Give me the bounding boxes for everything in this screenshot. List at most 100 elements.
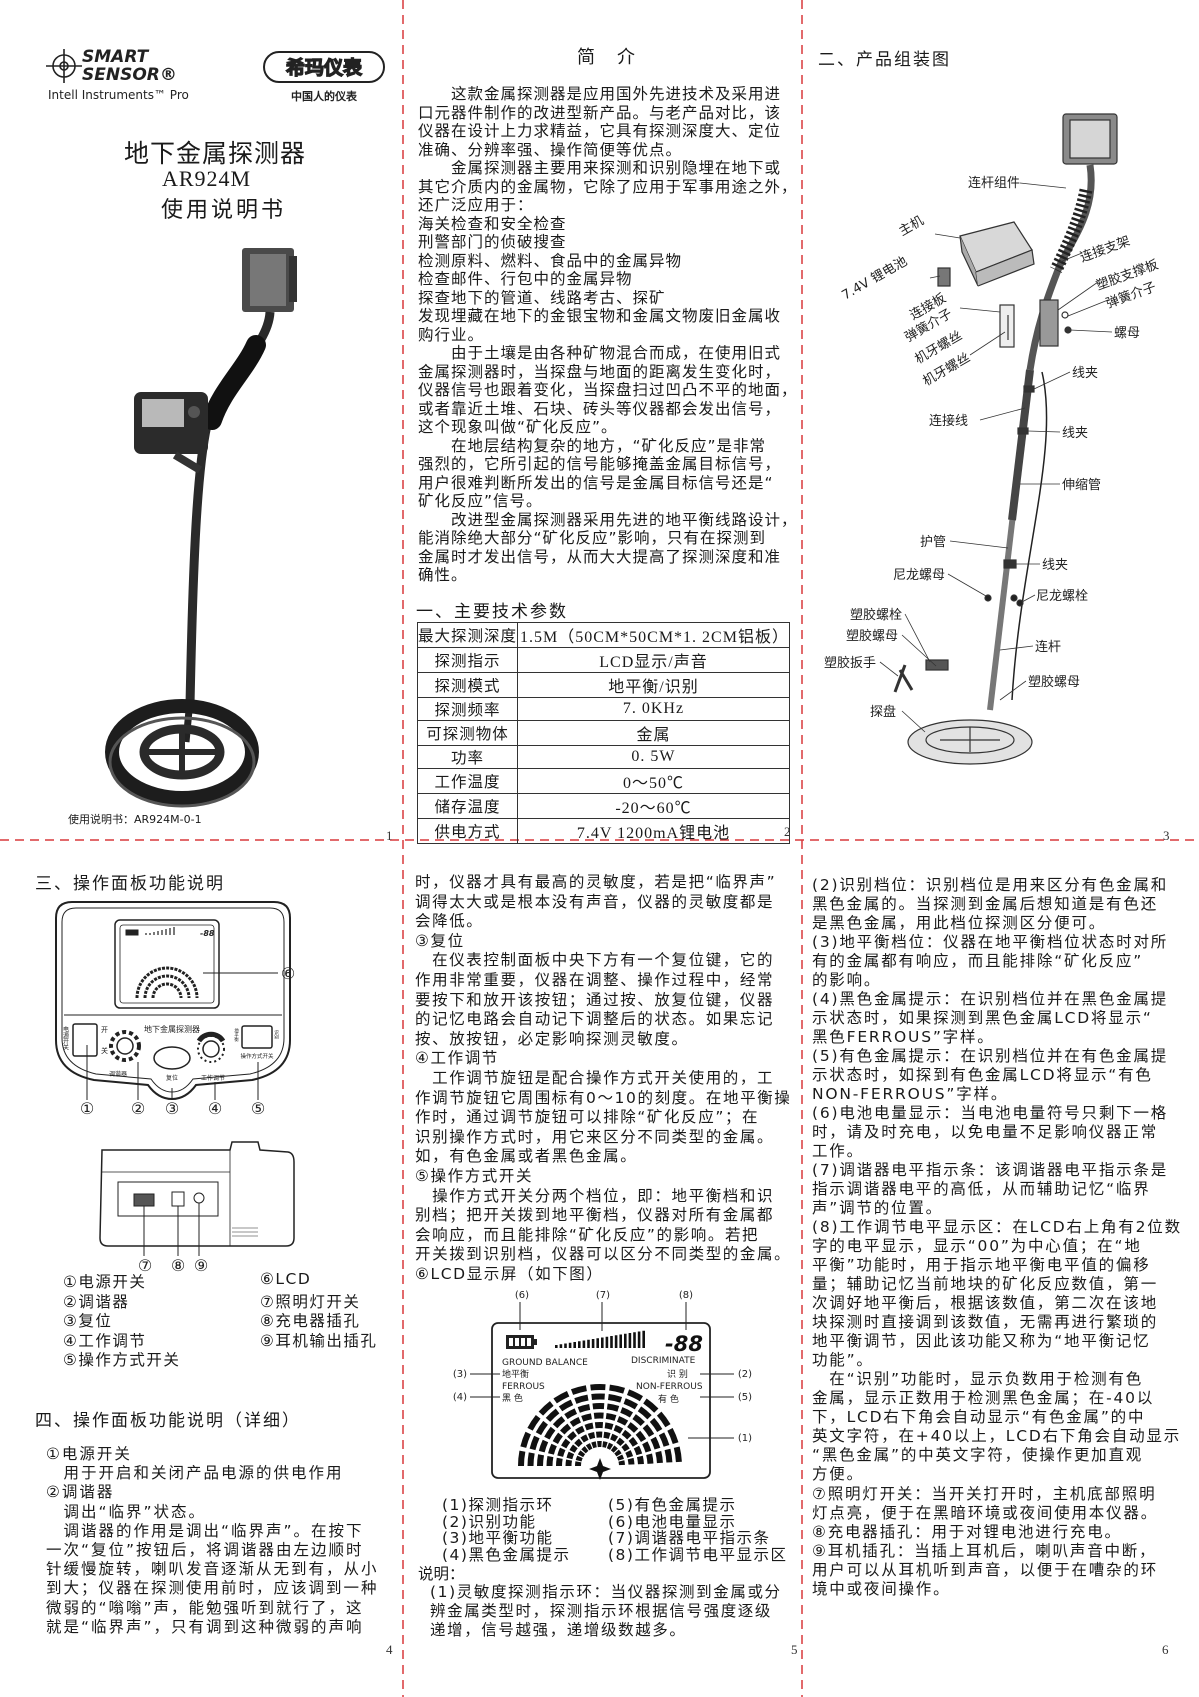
level-bar [591, 1339, 595, 1348]
text-line: 作时，通过调节旋钮可以排除“矿化反应”；在 [415, 1108, 760, 1127]
text-line: ③复位 [415, 931, 465, 950]
spec-label: 供电方式 [416, 818, 519, 844]
text-line: (6)电池电量显示：当电池电量符号只剩下一格 [812, 1104, 1169, 1122]
text-line: 微弱的“嗡嗡”声，能勉强听到就行了，这 [46, 1598, 364, 1617]
label-cable: 连接线 [929, 413, 968, 429]
document-code: 使用说明书：AR924M-0-1 [68, 813, 202, 826]
lcd-callout-5: (5) [738, 1392, 752, 1403]
detection-indicator-ring [518, 1384, 682, 1467]
text-line: (3)地平衡功能 [442, 1529, 554, 1548]
text-line: 地平衡调节，因此该功能又称为“地平衡记忆 [812, 1332, 1151, 1350]
power-on-label: 开 [101, 1026, 108, 1034]
text-line: 递增，信号越强，递增级数越多。 [430, 1621, 687, 1640]
text-line: (7)调谐器电平指示条：该调谐器电平指示条是 [812, 1161, 1169, 1179]
power-switch-label: 电源开关 [62, 1025, 69, 1051]
page-number-3: 3 [1163, 828, 1170, 843]
text-line: 按、放按钮，必定影响探测灵敏度。 [415, 1029, 689, 1048]
text-line: 用于开启和关闭产品电源的供电作用 [46, 1464, 344, 1483]
text-line: 时，仪器才具有最高的灵敏度，若是把“临界声” [415, 873, 777, 891]
center-star-icon [589, 1458, 611, 1480]
reset-button [153, 1046, 191, 1070]
text-line: ⑥LCD [260, 1270, 312, 1288]
level-bar [578, 1341, 581, 1348]
text-line: 针缓慢旋转，喇叭发音逐渐从无到有，从小 [46, 1560, 379, 1579]
light-switch [133, 1193, 155, 1207]
assembly-heading: 二、产品组装图 [818, 50, 951, 70]
text-line: 时，请及时充电，以免电量不足影响仪器正常 [812, 1123, 1159, 1141]
earphone-jack [193, 1192, 205, 1204]
text-line: 确性。 [418, 566, 468, 584]
text-line: (8)工作调节电平显示区：在LCD右上角有2位数 [812, 1218, 1182, 1236]
text-line: ⑨耳机输出插孔 [260, 1331, 378, 1350]
spec-value: 地平衡/识别 [517, 672, 790, 698]
tuner-label: 调谐器 [109, 1070, 127, 1078]
text-line: 下，LCD右下角会自动显示“有色金属”的中 [812, 1408, 1146, 1426]
control-panel-diagram: -88 开 关 电源开关 地下金属探测器 调谐器 复位 工作调节 地平衡 识别 … [55, 901, 295, 1118]
tuner-level-bars [555, 1330, 645, 1348]
text-line: ⑥LCD显示屏（如下图） [415, 1265, 604, 1283]
lcd-non-ferrous-cn: 有 色 [658, 1393, 679, 1405]
lcd-callout-6: (6) [515, 1290, 529, 1301]
lcd-ferrous-cn: 黑 色 [502, 1392, 523, 1404]
level-bar [605, 1336, 609, 1348]
text-line: 金属时才发出信号，从而大大提高了探测深度和准 [418, 547, 782, 566]
metal-detector-illustration [105, 248, 297, 808]
text-line: ⑨耳机插孔：当插上耳机后，喇叭声音中断， [812, 1542, 1157, 1560]
label-nylon-nut: 尼龙螺母 [893, 568, 945, 583]
level-bar [633, 1332, 636, 1348]
text-line: 在地层结构复杂的地方，“矿化反应”是非常 [418, 436, 767, 455]
work-adjust-knob [202, 1040, 220, 1058]
text-line: 用户可以从耳机听到声音，以便于在嘈杂的环 [812, 1561, 1159, 1579]
callout-3: ③ [165, 1099, 179, 1118]
lcd-callout-4: (4) [453, 1392, 467, 1403]
level-bar [601, 1337, 604, 1348]
indicator-ring-segment [565, 1431, 635, 1467]
text-line: 字的电平显示，显示“00”为中心值；在“地 [812, 1237, 1142, 1255]
text-line: 金属探测器时，当探盘与地面的距离发生变化时， [418, 362, 782, 381]
text-line: 刑警部门的侦破搜查 [418, 233, 567, 251]
level-bar [568, 1342, 572, 1348]
label-plastic-bolt: 塑胶螺栓 [850, 607, 902, 623]
text-line: 探查地下的管道、线路考古、探矿 [418, 288, 666, 307]
lcd-display-diagram: -88 GROUND BALANCE DISCRIMINATE 地平衡 识 别 … [453, 1290, 752, 1480]
text-line: (7)调谐器电平指示条 [608, 1529, 771, 1548]
text-line: ③复位 [63, 1312, 113, 1330]
text-line: 英文字符，在+40以上，LCD右下角会自动显示 [812, 1427, 1182, 1445]
text-line: 功能”。 [812, 1351, 874, 1369]
spec-value: 7.4V 1200mA锂电池 [517, 818, 790, 844]
label-main-unit: 主机 [897, 213, 927, 239]
text-line: 发现埋藏在地下的金银宝物和金属文物废旧金属收 [418, 307, 782, 325]
text-line: (1)探测指示环 [442, 1496, 554, 1514]
lcd-callout-arrows [470, 1302, 734, 1439]
text-line: ⑤操作方式开关 [63, 1351, 181, 1369]
logo-sensor-text: SENSOR® [82, 65, 177, 85]
spec-row: 探测模式地平衡/识别 [416, 672, 790, 698]
spec-value: 金属 [517, 720, 790, 746]
text-line: 量；辅助记忆当前地块的矿化反应数值，第一 [812, 1275, 1159, 1293]
lcd-callout-1: (1) [738, 1433, 752, 1444]
text-line: 会响应，而且能排除“矿化反应”的影响。若把 [415, 1225, 760, 1244]
spec-label: 功率 [416, 745, 519, 769]
text-line: (4)黑色金属提示 [442, 1546, 571, 1565]
label-clip-3: 线夹 [1042, 558, 1068, 573]
logo-tagline: Intell Instruments™ Pro [48, 88, 189, 102]
text-line: (5)有色金属提示 [608, 1496, 737, 1514]
text-line: (5)有色金属提示：在识别档位并在有色金属提 [812, 1047, 1169, 1065]
text-line: 就是“临界声”，只有调到这种微弱的声响 [46, 1617, 364, 1636]
lcd-level-digits: -88 [665, 1332, 703, 1356]
text-line: 仪器在设计上力求精益，它具有探测深度大、定位 [418, 122, 782, 140]
panel-product-name: 地下金属探测器 [144, 1024, 200, 1034]
text-line: 黑色FERROUS”字样。 [812, 1028, 995, 1046]
level-bar [573, 1342, 576, 1348]
label-search-coil: 探盘 [870, 704, 896, 720]
spec-heading: 一、主要技术参数 [416, 602, 568, 622]
mode-switch [241, 1025, 273, 1049]
text-line: 其它介质内的金属物，它除了应用于军事用途之外， [418, 177, 798, 196]
level-bar [628, 1333, 632, 1348]
text-line: ②调谐器 [63, 1292, 130, 1311]
text-line: (3)地平衡档位：仪器在地平衡档位状态时对所 [812, 933, 1169, 951]
text-line: 准确、分辨率强、操作简便等优点。 [418, 140, 683, 159]
text-line: 能消除绝大部分“矿化反应”影响，只有在探测到 [418, 529, 767, 547]
